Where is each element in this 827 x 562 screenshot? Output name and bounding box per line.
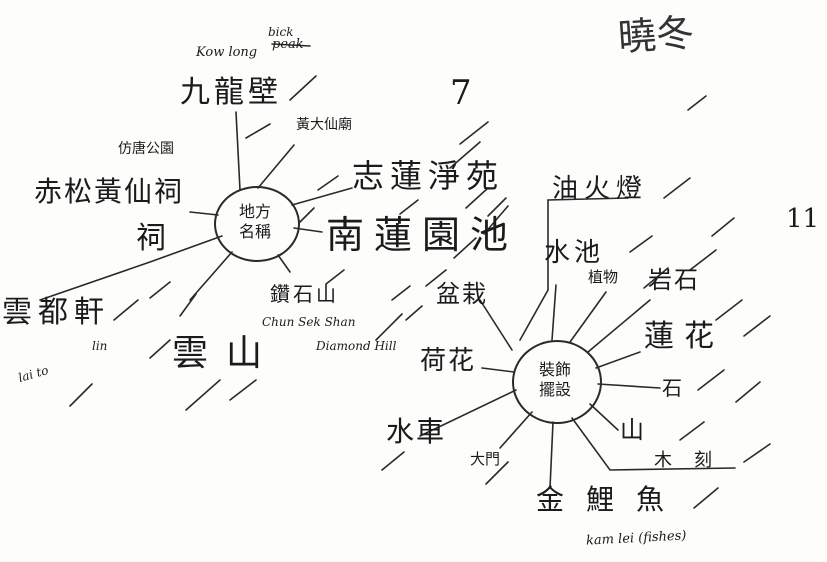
spoke-yuntou	[39, 235, 223, 301]
spoke-wood	[571, 417, 736, 471]
label-tang-garden: 仿唐公園	[118, 141, 174, 157]
spoke-yunshan	[189, 251, 233, 301]
label-golden-carp: 金鯉魚	[536, 483, 687, 516]
spoke-wheel	[419, 389, 517, 437]
corner-note: 曉冬	[616, 10, 696, 60]
label-nan-lian: 南蓮園池	[326, 213, 519, 257]
spoke-carp	[549, 421, 554, 489]
label-hill: 山	[620, 416, 644, 444]
margin-number: 11	[786, 204, 820, 234]
label-diamond-hill-english: Diamond Hill	[316, 339, 397, 353]
spoke-rock	[587, 299, 651, 353]
spoke-bonsai	[479, 299, 513, 351]
label-stone: 石	[662, 376, 682, 400]
label-yun-tou-xuan: 雲都軒	[2, 295, 110, 330]
label-water-wheel: 水車	[386, 415, 447, 448]
label-diamond-hill-chinese: 鑽石山	[270, 282, 339, 306]
label-diamond-hill-jyutping: Chun Sek Shan	[262, 315, 356, 329]
label-yun-shan: 雲山	[172, 333, 281, 374]
mark-seven: 7	[450, 73, 472, 113]
kowloon-correction: bick	[268, 25, 294, 39]
spoke-diamond	[277, 254, 291, 273]
spoke-plants	[569, 291, 607, 343]
spoke-stone	[597, 383, 661, 389]
hub-decorations	[512, 340, 602, 424]
label-lotus: 蓮花	[644, 319, 724, 354]
hub-line-1: 裝飾	[538, 360, 571, 379]
label-gate: 大門	[470, 450, 501, 468]
label-oil-lamp: 油火燈	[552, 174, 649, 204]
label-water-lily: 荷花	[420, 346, 477, 376]
hub-place-names	[214, 186, 300, 262]
spoke-temple	[257, 144, 295, 189]
spoke-lotus	[595, 351, 641, 369]
label-sik-sik-yuen-tail: 祠	[136, 221, 166, 256]
label-sik-sik-yuen: 赤松黃仙祠	[34, 175, 185, 208]
label-wong-tai-sin-temple: 黃大仙廟	[296, 117, 352, 133]
spoke-chilin	[291, 187, 353, 206]
label-kowloon-wall: 九龍壁	[180, 75, 282, 110]
hub-place-names-label: 地方 名稱	[214, 202, 296, 242]
label-chi-lin: 志蓮淨苑	[352, 157, 505, 195]
spoke-lily	[481, 367, 515, 373]
label-pond: 水池	[544, 238, 605, 268]
spoke-lamp	[519, 197, 629, 341]
label-rock: 岩石	[648, 266, 700, 294]
kowloon-english: Kow long	[196, 45, 258, 60]
strike-mark	[271, 43, 311, 47]
spoke-siksik	[189, 211, 219, 216]
spoke-pond	[551, 284, 557, 341]
label-plants: 植物	[588, 268, 619, 286]
hub-line-2: 擺設	[538, 380, 571, 399]
label-lin: lin	[92, 339, 108, 353]
hub-decorations-label: 裝飾 擺設	[512, 360, 598, 400]
label-wood-carving: 木刻	[654, 450, 734, 471]
hub-line-1: 地方	[238, 202, 271, 221]
spoke-hill	[589, 403, 619, 431]
hub-line-2: 名稱	[238, 222, 271, 241]
spoke-kowloon	[235, 111, 241, 191]
kowloon-struck-word: peak	[272, 37, 304, 52]
spoke-gate	[499, 411, 533, 449]
label-bonsai: 盆栽	[436, 280, 488, 308]
